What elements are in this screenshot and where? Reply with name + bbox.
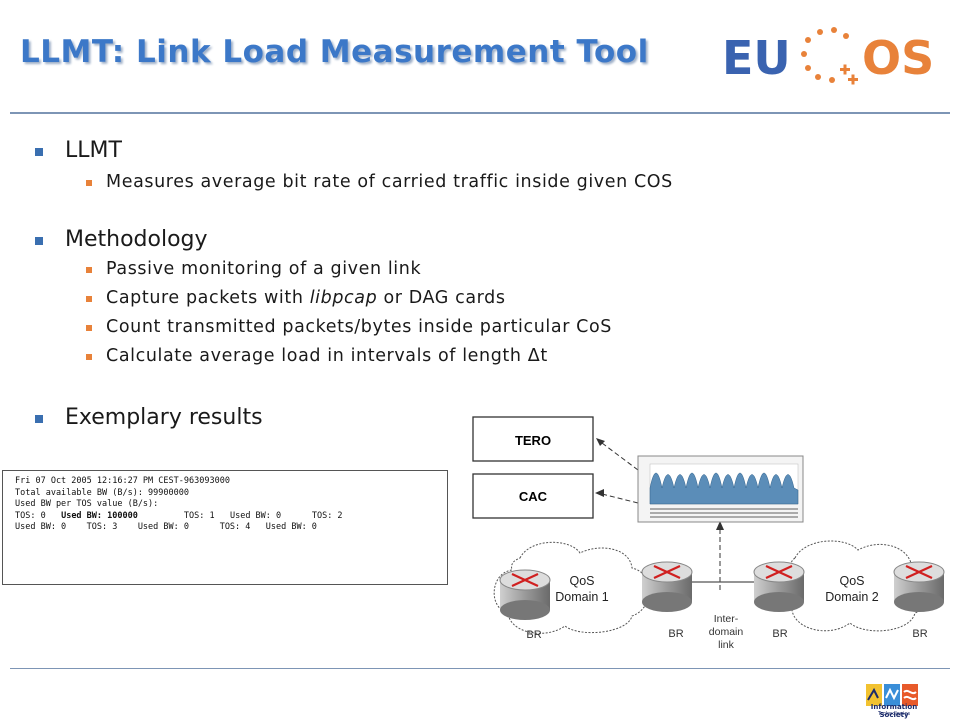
page-title: LLMT: Link Load Measurement Tool: [20, 34, 649, 70]
domain-1-label-line2: Domain 1: [555, 590, 609, 604]
header-divider: [10, 112, 950, 114]
logo-text-right: OS: [862, 31, 934, 85]
tero-label: TERO: [515, 433, 551, 448]
cac-box: [472, 473, 594, 519]
domain-2-label-line1: QoS: [839, 574, 864, 588]
domain-2-label-line2: Domain 2: [825, 590, 879, 604]
bullet-method-1: Passive monitoring of a given link: [86, 259, 421, 279]
arrowheads: [595, 438, 724, 530]
dashed-arrows: [597, 439, 721, 590]
cac-label: CAC: [519, 489, 548, 504]
bullet-method-2: Capture packets with libpcap or DAG card…: [86, 288, 506, 308]
link-label-line3: link: [718, 639, 735, 651]
logo-text-left: EU: [722, 31, 791, 85]
network-diagram: TERO CAC QoS Domain 1 QoS Domain 2: [472, 416, 945, 651]
footer-logo-subtext: Technologies: [877, 711, 911, 717]
console-output: Fri 07 Oct 2005 12:16:27 PM CEST-9630930…: [2, 470, 448, 585]
router-icon: [753, 561, 805, 612]
link-label-line1: Inter-: [714, 613, 739, 625]
logo-star-ring-icon: [801, 27, 858, 85]
console-line: Fri 07 Oct 2005 12:16:27 PM CEST-9630930…: [15, 476, 230, 486]
bullet-llmt-detail: Measures average bit rate of carried tra…: [86, 172, 673, 192]
bullet-exemplary-results: Exemplary results: [35, 405, 263, 430]
ist-logo-icon: [866, 684, 918, 706]
router-label: BR: [526, 629, 541, 641]
router-label: BR: [912, 628, 927, 640]
euqos-logo: EU OS: [722, 27, 934, 85]
link-label-line2: domain: [709, 626, 744, 638]
router-icon: [641, 561, 693, 612]
bullet-method-3: Count transmitted packets/bytes inside p…: [86, 317, 612, 337]
console-line: Used BW per TOS value (B/s):: [15, 499, 159, 509]
footer-logo-text: Information Society: [870, 703, 918, 719]
router-label: BR: [772, 628, 787, 640]
bullet-llmt: LLMT: [35, 138, 122, 163]
router-icon: [893, 561, 945, 612]
router-icon: [499, 569, 551, 620]
traffic-graph-thumbnail: [637, 455, 804, 523]
console-line: TOS: 0 Used BW: 100000 TOS: 1 Used BW: 0…: [15, 510, 343, 521]
domain-1-label-line1: QoS: [569, 574, 594, 588]
footer-divider: [10, 668, 950, 669]
tero-box: [472, 416, 594, 462]
bullet-methodology: Methodology: [35, 227, 208, 252]
console-line: Total available BW (B/s): 99900000: [15, 487, 189, 498]
bullet-method-4: Calculate average load in intervals of l…: [86, 346, 548, 366]
console-line: Used BW: 0 TOS: 3 Used BW: 0 TOS: 4 Used…: [15, 522, 317, 532]
router-label: BR: [668, 628, 683, 640]
